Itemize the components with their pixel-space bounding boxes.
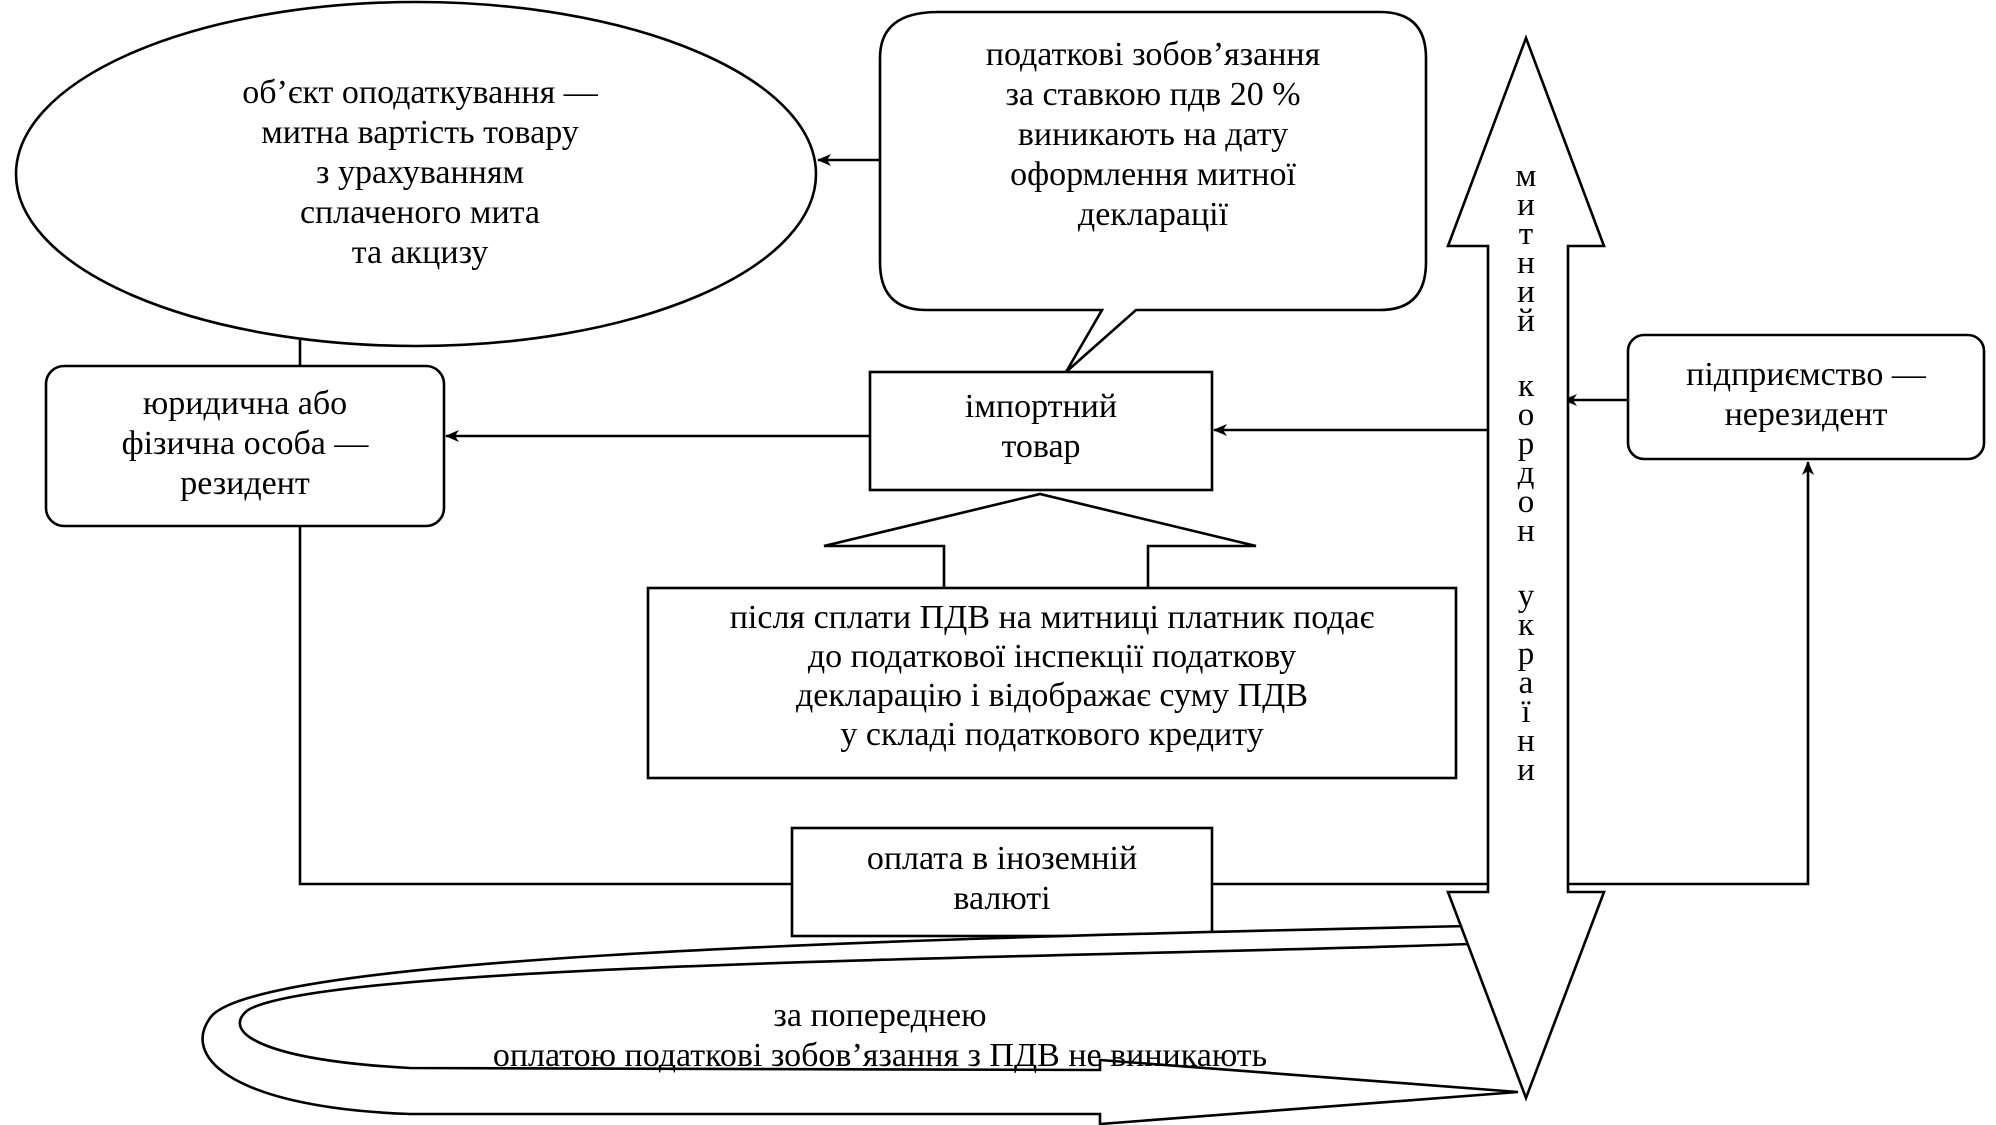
tax-obligations-bubble xyxy=(878,10,1428,373)
customs-border-label: м и т н и й к о р д о н у к р а ї н и xyxy=(1496,158,1556,1002)
border-letter: й xyxy=(1517,303,1535,339)
prepayment-label: за попереднею оплатою податкові зобов’яз… xyxy=(420,992,1340,1080)
customs-border-arrow xyxy=(1446,34,1606,1102)
taxable-object-line: та акцизу xyxy=(351,234,489,271)
taxable-object-line: сплаченого мита xyxy=(299,194,541,231)
border-letter: и xyxy=(1517,187,1535,223)
import-goods-label: імпортний товар xyxy=(870,380,1212,474)
foreign-payment-box xyxy=(790,826,1214,938)
resident-label: юридична або фізична особа — резидент xyxy=(46,380,444,508)
tax-obligations-label: податкові зобов’язання за ставкою пдв 20… xyxy=(900,32,1406,238)
vat-credit-line: декларацію і відображає суму ПДВ xyxy=(795,677,1309,714)
taxable-object-line: об’єкт оподаткування — xyxy=(242,74,598,111)
tax-obligations-line: декларації xyxy=(1077,196,1229,233)
foreign-payment-label: оплата в іноземній валюті xyxy=(792,832,1212,926)
border-letter: р xyxy=(1517,426,1535,462)
taxable-object-ellipse xyxy=(14,0,818,348)
payment-flow-line xyxy=(298,526,792,886)
foreign-payment-line: валюті xyxy=(953,880,1051,917)
import-goods-line: товар xyxy=(1001,428,1081,465)
prepayment-line: за попереднею xyxy=(773,997,987,1034)
non-resident-box xyxy=(1626,333,1986,461)
vat-block-arrow xyxy=(823,492,1257,592)
border-letter: н xyxy=(1517,245,1535,281)
import-goods-line: імпортний xyxy=(964,388,1118,425)
prepayment-curved-arrow xyxy=(201,924,1519,1125)
vat-credit-box xyxy=(646,586,1458,780)
taxable-object-line: з урахуванням xyxy=(316,154,524,191)
payment-to-nonresident-arrow xyxy=(1564,461,1814,886)
vat-credit-line: до податкової інспекції податкову xyxy=(807,638,1297,675)
border-letter: ї xyxy=(1521,694,1531,730)
resident-box xyxy=(44,364,446,528)
resident-line: юридична або xyxy=(142,385,348,422)
border-letter: т xyxy=(1518,216,1534,252)
border-letter: к xyxy=(1517,368,1535,404)
non-resident-line: підприємство — xyxy=(1686,356,1926,393)
border-letter: д xyxy=(1517,455,1535,491)
border-letter: н xyxy=(1517,723,1535,759)
border-letter: к xyxy=(1517,607,1535,643)
border-letter: р xyxy=(1517,636,1535,672)
prepayment-line: оплатою податкові зобов’язання з ПДВ не … xyxy=(492,1037,1268,1074)
vat-credit-line: у складі податкового кредиту xyxy=(840,716,1264,753)
taxable-object-line: митна вартість товару xyxy=(261,114,579,151)
border-letter: и xyxy=(1517,274,1535,310)
border-letter: и xyxy=(1517,752,1535,788)
tax-obligations-line: за ставкою пдв 20 % xyxy=(1005,76,1301,113)
border-letter: а xyxy=(1518,665,1534,701)
border-letter: н xyxy=(1517,513,1535,549)
vat-credit-label: після сплати ПДВ на митниці платник пода… xyxy=(648,588,1456,764)
border-letter: м xyxy=(1515,158,1537,194)
non-resident-line: нерезидент xyxy=(1724,396,1888,433)
resident-line: резидент xyxy=(180,465,310,502)
tax-obligations-line: оформлення митної xyxy=(1010,156,1296,193)
vat-credit-line: після сплати ПДВ на митниці платник пода… xyxy=(729,599,1375,636)
border-letter: о xyxy=(1517,484,1535,520)
border-letter: у xyxy=(1517,578,1535,614)
tax-obligations-line: виникають на дату xyxy=(1017,116,1289,153)
resident-line: фізична особа — xyxy=(121,425,369,462)
foreign-payment-line: оплата в іноземній xyxy=(866,840,1138,877)
border-letter: о xyxy=(1517,397,1535,433)
import-goods-box xyxy=(868,370,1214,492)
tax-obligations-line: податкові зобов’язання xyxy=(985,36,1321,73)
non-resident-label: підприємство — нерезидент xyxy=(1628,350,1984,440)
taxable-object-label: об’єкт оподаткування — митна вартість то… xyxy=(170,70,670,276)
